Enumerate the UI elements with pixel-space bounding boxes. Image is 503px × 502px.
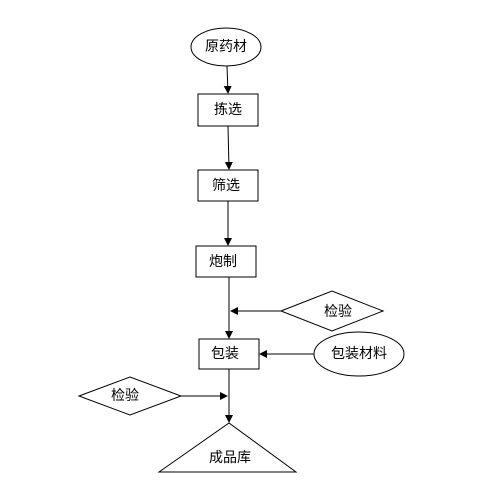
picking-label: 拣选 xyxy=(214,102,242,118)
inspection-right-diamond xyxy=(279,290,385,332)
arrow-raw-to-picking xyxy=(223,65,232,94)
sieving-label: 筛选 xyxy=(212,178,240,194)
inspection-right-label: 检验 xyxy=(324,304,352,320)
processing-box xyxy=(195,245,257,278)
raw-material-label: 原药材 xyxy=(205,39,247,55)
packaging-label: 包装 xyxy=(211,346,239,362)
processing-label: 炮制 xyxy=(209,254,237,270)
arrow-picking-to-sieving xyxy=(224,125,233,170)
warehouse-triangle xyxy=(157,422,298,473)
picking-box xyxy=(197,93,259,127)
inspection-left-label: 检验 xyxy=(111,388,139,404)
raw-material-ellipse xyxy=(190,27,262,67)
packaging-materials-label: 包装材料 xyxy=(331,346,387,362)
sieving-box xyxy=(197,169,259,202)
warehouse-label: 成品库 xyxy=(209,450,251,466)
